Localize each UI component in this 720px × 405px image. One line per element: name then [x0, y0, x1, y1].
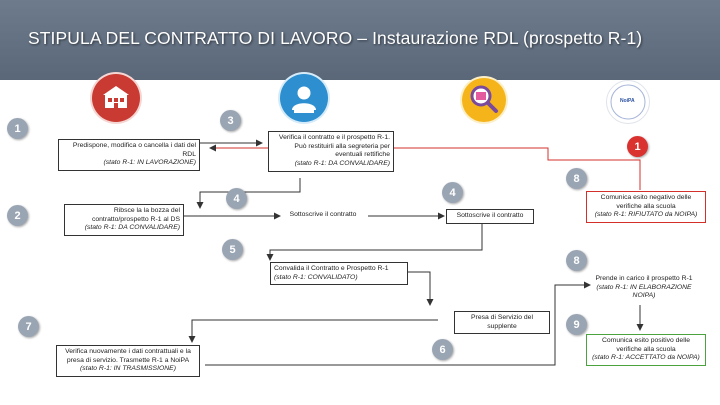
- step-9-status: (stato R-1: ACCETTATO da NOIPA): [592, 354, 700, 362]
- step-badge-3: 3: [220, 110, 241, 131]
- step-9-box: Comunica esito positivo delle verifiche …: [586, 334, 706, 367]
- step-8a-text: Comunica esito negativo delle verifiche …: [600, 194, 692, 210]
- step-4a-box: Sottoscrive il contratto: [280, 211, 366, 220]
- arrow-4b-5: [266, 224, 483, 261]
- magnifier-icon: [470, 85, 498, 113]
- noipa-logo-text: NoiPA: [620, 98, 635, 104]
- step-badge-4a: 4: [226, 188, 247, 209]
- step-4b-box: Sottoscrive il contratto: [446, 209, 534, 224]
- header-bar: STIPULA DEL CONTRATTO DI LAVORO – Instau…: [0, 0, 720, 80]
- step-4b-text: Sottoscrive il contratto: [456, 212, 524, 219]
- step-8b-box: Prende in carico il prospetto R-1 (stato…: [590, 275, 698, 301]
- step-badge-9: 9: [566, 314, 587, 335]
- step-3-status: (stato R-1: DA CONVALIDARE): [294, 160, 390, 168]
- step-8a-status: (stato R-1: RIFIUTATO da NOIPA): [594, 211, 698, 219]
- step-3-box: Verifica il contratto e il prospetto R-1…: [268, 131, 394, 172]
- actor-school: [92, 74, 140, 122]
- step-badge-8a: 8: [566, 168, 587, 189]
- actor-principal: [280, 74, 328, 122]
- step-4a-text: Sottoscrive il contratto: [289, 211, 357, 218]
- step-1-text: Predispone, modifica o cancella i dati d…: [72, 142, 196, 158]
- step-5-text: Convalida il Contratto e Prospetto R-1: [274, 265, 389, 272]
- error-badge: 1: [627, 136, 648, 157]
- step-3-text: Verifica il contratto e il prospetto R-1…: [278, 134, 390, 159]
- step-badge-1: 1: [7, 118, 28, 139]
- step-6-box: Presa di Servizio del supplente: [454, 311, 550, 335]
- step-2-status: (stato R-1: DA CONVALIDARE): [84, 224, 180, 232]
- step-8b-text: Prende in carico il prospetto R-1: [595, 275, 693, 282]
- page-title: STIPULA DEL CONTRATTO DI LAVORO – Instau…: [28, 28, 643, 48]
- step-badge-2: 2: [7, 205, 28, 226]
- arrow-3-2: [196, 178, 301, 209]
- step-7-box: Verifica nuovamente i dati contrattuali …: [56, 345, 200, 378]
- step-1-status: (stato R-1: IN LAVORAZIONE): [103, 159, 196, 167]
- arrow-8a-1: [209, 144, 641, 190]
- step-9-text: Comunica esito positivo delle verifiche …: [601, 337, 691, 353]
- step-badge-6: 6: [432, 339, 453, 360]
- actor-noipa: NoiPA: [606, 80, 650, 124]
- arrow-7-8b: [205, 281, 591, 366]
- step-badge-8b: 8: [566, 250, 587, 271]
- step-8b-status: (stato R-1: IN ELABORAZIONE NOIPA): [596, 283, 692, 300]
- user-icon: [292, 86, 316, 113]
- step-2-text: Ribsce la la bozza del contratto/prospet…: [91, 207, 180, 223]
- step-1-box: Predispone, modifica o cancella i dati d…: [58, 139, 200, 172]
- step-7-status: (stato R-1: IN TRASMISSIONE): [80, 365, 176, 373]
- step-6-text: Presa di Servizio del supplente: [471, 314, 533, 330]
- step-8a-box: Comunica esito negativo delle verifiche …: [586, 191, 706, 224]
- arrow-6-7: [188, 319, 438, 343]
- noipa-logo: [610, 84, 646, 120]
- school-icon: [103, 86, 129, 108]
- step-2-box: Ribsce la la bozza del contratto/prospet…: [64, 204, 184, 237]
- step-badge-5: 5: [222, 239, 243, 260]
- step-badge-7: 7: [18, 316, 39, 337]
- step-badge-4b: 4: [442, 182, 463, 203]
- actor-verifier: [462, 78, 506, 122]
- step-5-status: (stato R-1: CONVALIDATO): [274, 273, 358, 281]
- step-5-box: Convalida il Contratto e Prospetto R-1 (…: [270, 262, 408, 286]
- step-7-text: Verifica nuovamente i dati contrattuali …: [65, 348, 191, 364]
